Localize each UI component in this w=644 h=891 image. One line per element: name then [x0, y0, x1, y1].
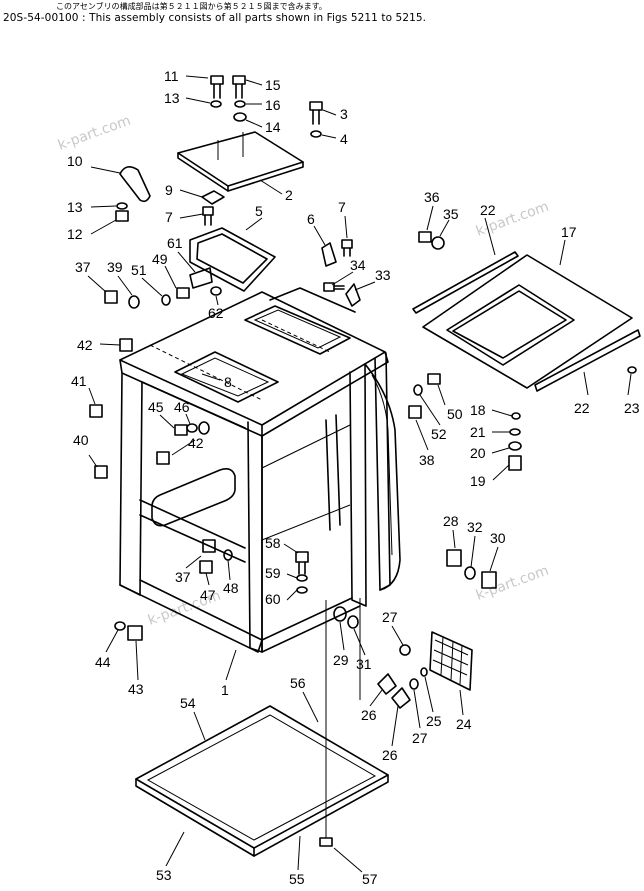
- callout-59: 59: [265, 565, 281, 581]
- window-frame: [189, 227, 276, 292]
- callout-30: 30: [490, 530, 506, 546]
- watermark-4: k-part.com: [474, 563, 551, 604]
- header-japanese: このアセンブリの構成部品は第５２１１図から第５２１５図まで含みます。: [56, 2, 327, 11]
- leader-lines: [87, 75, 632, 873]
- callout-6: 6: [307, 211, 315, 227]
- callout-54: 54: [180, 695, 196, 711]
- callout-42-mid: 42: [188, 435, 204, 451]
- callout-48: 48: [223, 580, 239, 596]
- callout-44: 44: [95, 654, 111, 670]
- callout-29: 29: [333, 652, 349, 668]
- callout-26: 26: [361, 707, 377, 723]
- callout-39: 39: [107, 259, 123, 275]
- filter-grille: [429, 631, 473, 691]
- callout-4: 4: [340, 131, 348, 147]
- callout-20: 20: [470, 445, 486, 461]
- callout-15: 15: [265, 77, 281, 93]
- callout-3: 3: [340, 106, 348, 122]
- callout-52: 52: [431, 426, 447, 442]
- callout-51: 51: [131, 262, 147, 278]
- callout-21: 21: [470, 424, 486, 440]
- header-english: 20S-54-00100 : This assembly consists of…: [3, 12, 427, 24]
- hardware: [89, 75, 637, 847]
- callout-18: 18: [470, 402, 486, 418]
- callout-56: 56: [290, 675, 306, 691]
- callout-28: 28: [443, 513, 459, 529]
- trim-strips: [412, 251, 641, 392]
- callout-57: 57: [362, 871, 378, 887]
- cab-frame: [119, 287, 401, 653]
- callout-46: 46: [174, 399, 190, 415]
- callout-40: 40: [73, 432, 89, 448]
- callout-26-lower: 26: [382, 747, 398, 763]
- callout-45: 45: [148, 399, 164, 415]
- callout-16: 16: [265, 97, 281, 113]
- callout-numbers: 11 15 13 16 3 14 4 10 2 9 13 12 7 5 6 7 …: [67, 68, 640, 887]
- callout-35: 35: [443, 206, 459, 222]
- callout-47: 47: [200, 587, 216, 603]
- callout-13: 13: [164, 90, 180, 106]
- callout-8: 8: [224, 374, 232, 390]
- callout-13-lower: 13: [67, 199, 83, 215]
- callout-42: 42: [77, 337, 93, 353]
- callout-14: 14: [265, 119, 281, 135]
- floor-plates: [135, 705, 389, 857]
- callout-50: 50: [447, 406, 463, 422]
- side-panel: [422, 254, 633, 389]
- callout-23: 23: [624, 400, 640, 416]
- callout-1: 1: [221, 682, 229, 698]
- callout-7-upper: 7: [338, 199, 346, 215]
- callout-38: 38: [419, 452, 435, 468]
- callout-36: 36: [424, 189, 440, 205]
- watermark-1: k-part.com: [56, 113, 133, 154]
- callout-41: 41: [71, 373, 87, 389]
- callout-37: 37: [75, 259, 91, 275]
- callout-19: 19: [470, 473, 486, 489]
- callout-58: 58: [265, 535, 281, 551]
- callout-31: 31: [356, 656, 372, 672]
- callout-22-lower: 22: [574, 400, 590, 416]
- callout-11: 11: [164, 68, 179, 84]
- callout-9: 9: [165, 182, 173, 198]
- callout-25: 25: [426, 713, 442, 729]
- callout-37-lower: 37: [175, 569, 191, 585]
- callout-24: 24: [456, 716, 472, 732]
- callout-55: 55: [289, 871, 305, 887]
- roof-cover-plate: [177, 131, 304, 192]
- callout-34: 34: [350, 257, 366, 273]
- callout-32: 32: [467, 519, 483, 535]
- callout-27: 27: [382, 609, 398, 625]
- callout-5: 5: [255, 203, 263, 219]
- callout-62: 62: [208, 305, 224, 321]
- callout-17: 17: [561, 224, 577, 240]
- callout-22: 22: [480, 202, 496, 218]
- callout-43: 43: [128, 681, 144, 697]
- callout-2: 2: [285, 187, 293, 203]
- callout-53: 53: [156, 867, 172, 883]
- callout-7: 7: [165, 209, 173, 225]
- callout-12: 12: [67, 226, 83, 242]
- callout-27-lower: 27: [412, 730, 428, 746]
- callout-10: 10: [67, 153, 83, 169]
- callout-33: 33: [375, 267, 391, 283]
- callout-60: 60: [265, 591, 281, 607]
- callout-61: 61: [167, 235, 183, 251]
- callout-49: 49: [152, 251, 168, 267]
